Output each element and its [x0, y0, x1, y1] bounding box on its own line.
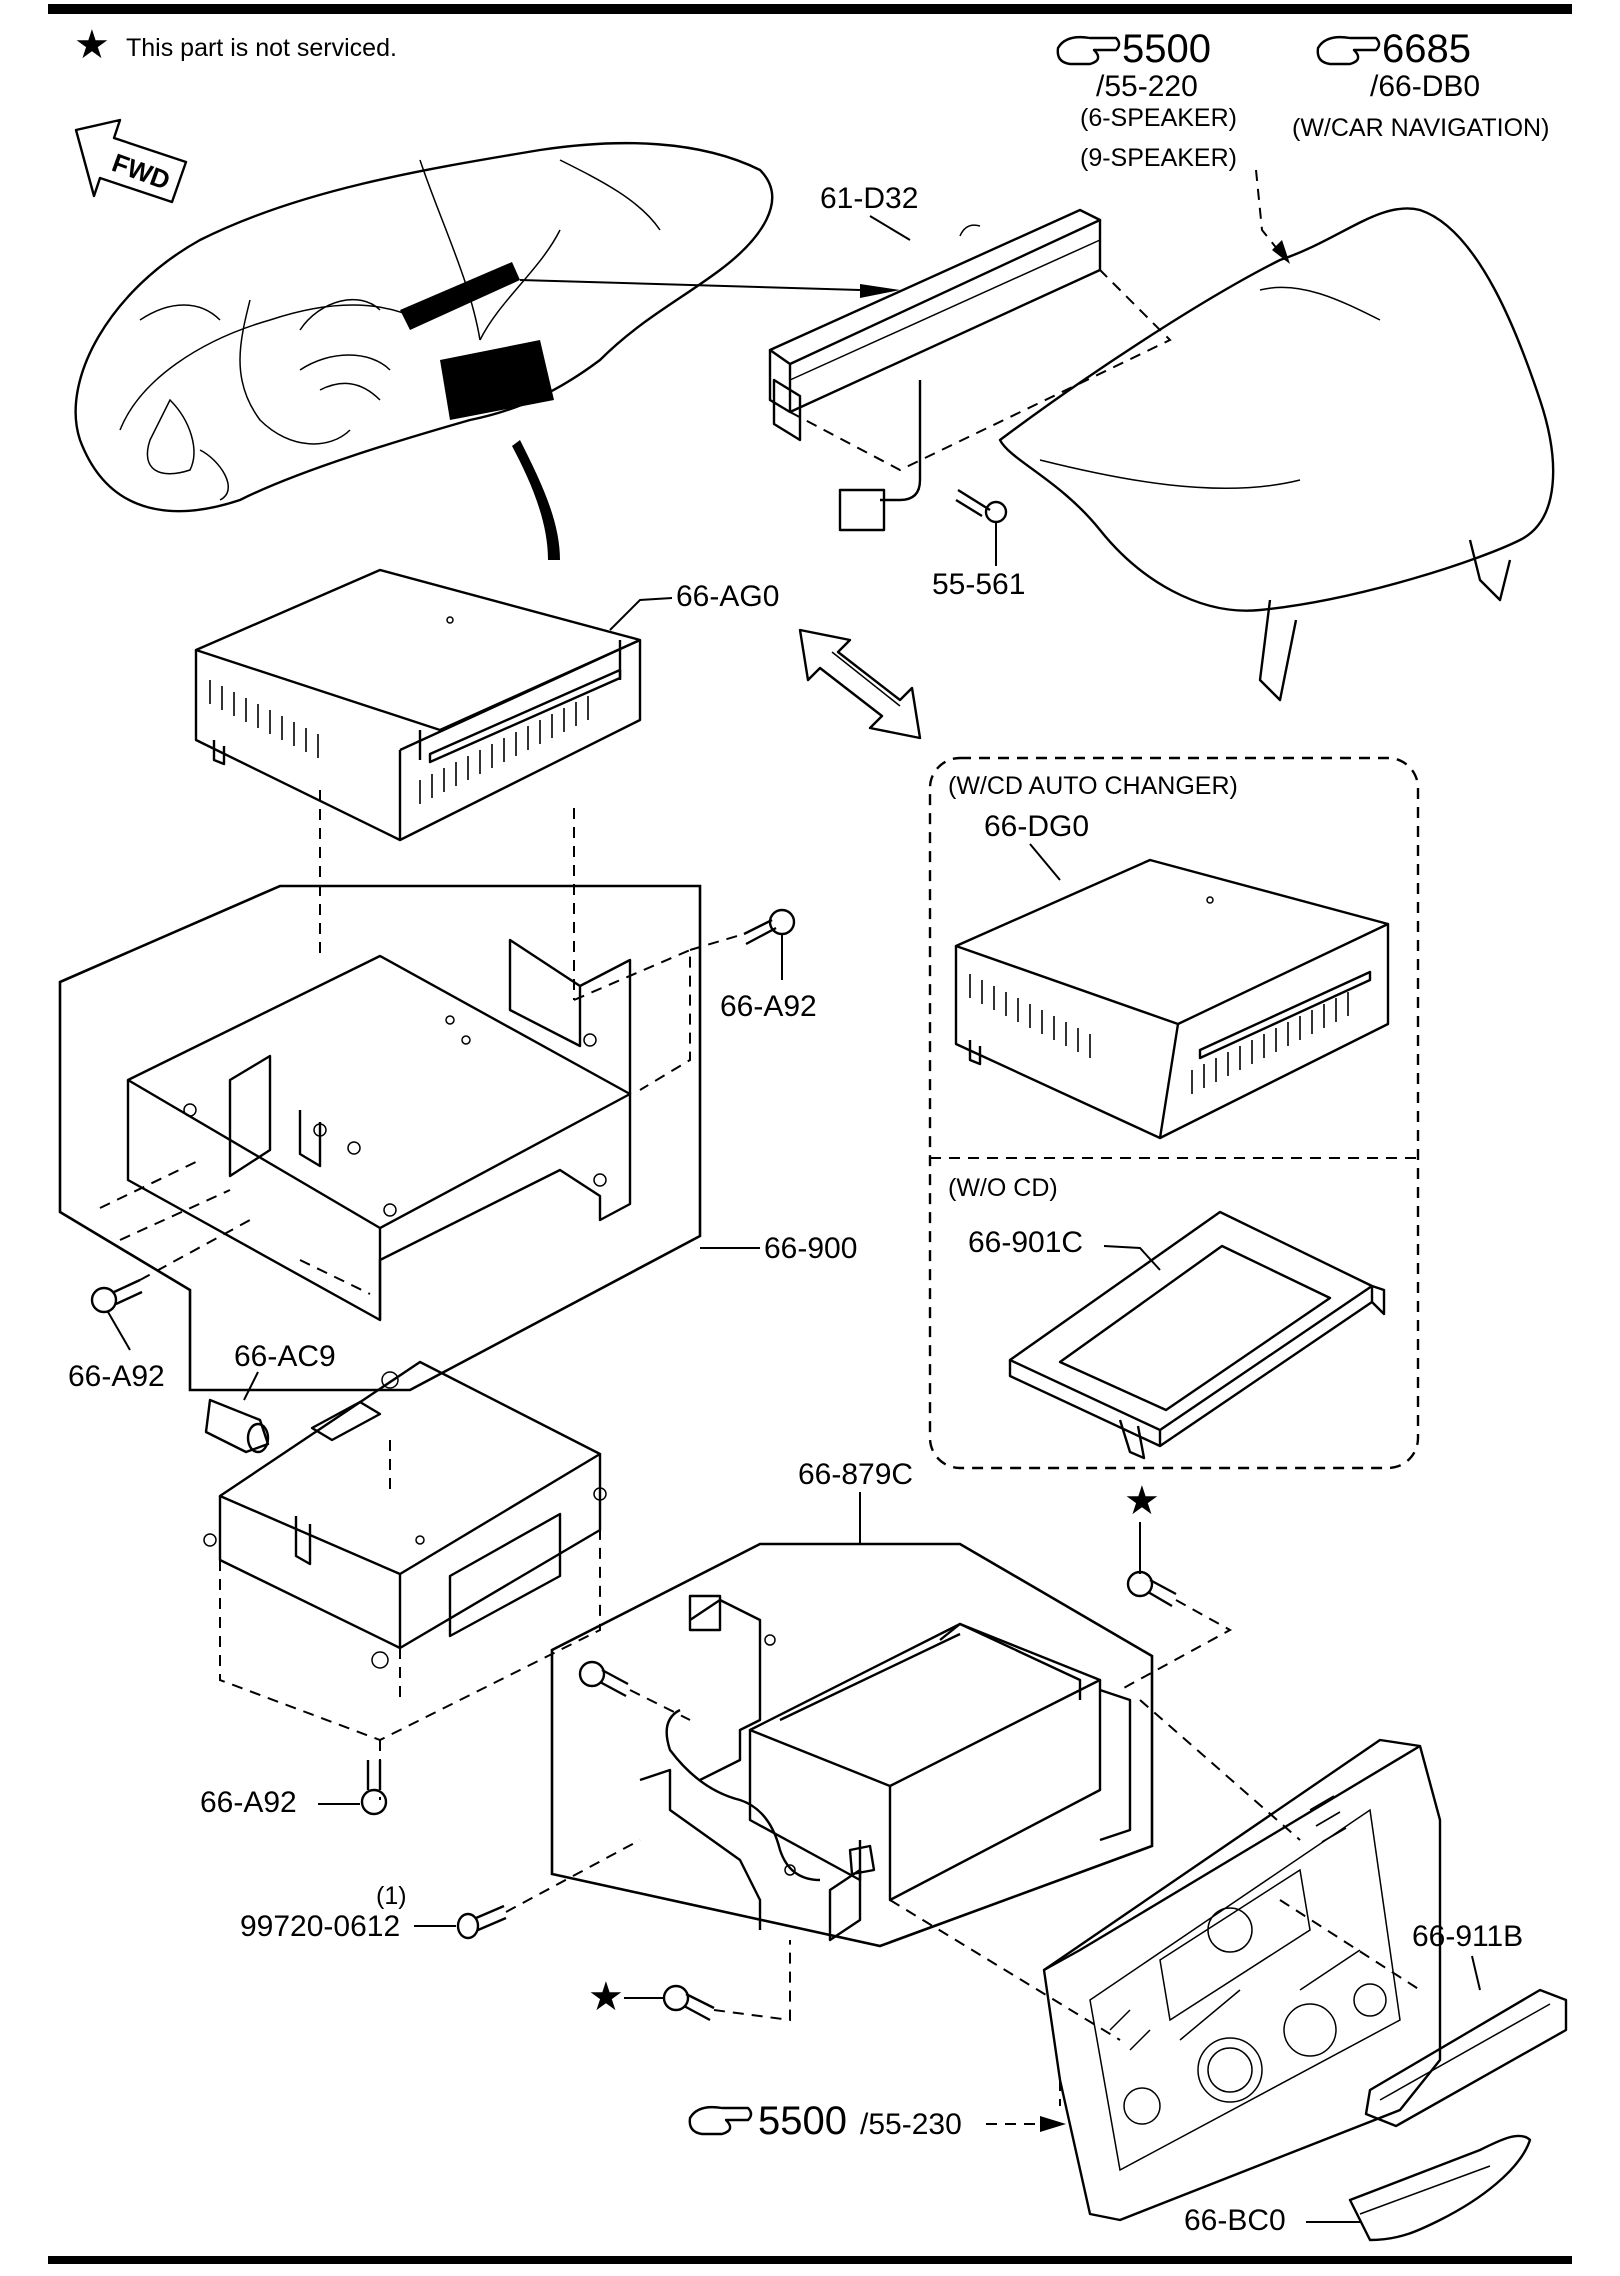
front-control-panel [1042, 1738, 1442, 2222]
label-66-911b: 66-911B [1412, 1920, 1523, 1953]
bottom-rule [48, 2256, 1572, 2264]
part-66-dg0 [954, 858, 1390, 1140]
ref-5500-bottom-sub: /55-230 [860, 2108, 962, 2141]
screw-66-a92-right-icon [743, 908, 796, 946]
part-66-879c-bracket [639, 1594, 1132, 1942]
top-rule [48, 4, 1572, 14]
ref-5500-bottom-number: 5500 [758, 2099, 847, 2143]
group-box-66-900 [58, 884, 702, 1392]
swap-arrow-icon [798, 628, 922, 740]
ref-6685-line1: (W/CAR NAVIGATION) [1292, 114, 1549, 142]
screw-66-a92-bottom-icon [360, 1760, 388, 1816]
screw-66-a92-left-icon [90, 1278, 143, 1314]
label-66-ac9: 66-AC9 [234, 1340, 336, 1373]
ref-5500-top-line1: (6-SPEAKER) [1080, 104, 1237, 132]
label-66-900: 66-900 [764, 1232, 857, 1265]
label-66-ag0: 66-AG0 [676, 580, 779, 613]
screw-star-upper-icon [1126, 1570, 1177, 1608]
screw-66-879c-left-icon [578, 1660, 629, 1698]
star-mark-lower-icon: ★ [588, 1975, 624, 2019]
ref-6685: 6685 /66-DB0 (W/CAR NAVIGATION) [1292, 27, 1549, 142]
navigation-display-cover [998, 207, 1555, 702]
label-group-cd-auto-changer: (W/CD AUTO CHANGER) [948, 772, 1238, 800]
part-66-911b [1364, 1988, 1568, 2128]
part-66-901c [1008, 1210, 1386, 1460]
group-box-66-879c [550, 1542, 1154, 1948]
part-66-bc0 [1348, 2134, 1532, 2242]
label-group-without-cd: (W/O CD) [948, 1174, 1058, 1202]
group-cd-auto-changer [928, 756, 1420, 1470]
label-66-a92-right: 66-A92 [720, 990, 817, 1023]
part-66-ac9 [204, 1398, 270, 1454]
screw-99720-0612-icon [456, 1904, 507, 1940]
part-61-d32 [768, 208, 1172, 532]
label-61-d32: 61-D32 [820, 182, 918, 215]
screw-star-lower-icon [662, 1984, 715, 2022]
star-mark-icon: ★ [1124, 1479, 1160, 1523]
ref-6685-sub: /66-DB0 [1370, 70, 1480, 103]
label-66-a92-left: 66-A92 [68, 1360, 165, 1393]
label-66-879c: 66-879C [798, 1458, 913, 1491]
label-66-901c: 66-901C [968, 1226, 1083, 1259]
label-99720-qty: (1) [376, 1882, 407, 1910]
note-star: ★ [74, 23, 110, 67]
note-text: This part is not serviced. [126, 34, 397, 62]
dashboard-illustration [74, 141, 900, 560]
label-66-bc0: 66-BC0 [1184, 2204, 1286, 2237]
part-66-ag0 [194, 568, 642, 842]
screw-55-561-icon [955, 488, 1008, 524]
ref-6685-number: 6685 [1382, 27, 1471, 71]
ref-5500-bottom: 5500 /55-230 [688, 2099, 962, 2143]
ref-5500-top-sub: /55-220 [1096, 70, 1198, 103]
ref-5500-top-line2: (9-SPEAKER) [1080, 144, 1237, 172]
label-66-dg0: 66-DG0 [984, 810, 1089, 843]
part-66-900-module [203, 1360, 607, 1669]
part-66-900-bracket [126, 938, 632, 1322]
label-55-561: 55-561 [932, 568, 1025, 601]
pointing-hand-icon [1056, 35, 1121, 66]
fwd-arrow-icon: FWD [74, 118, 188, 204]
label-99720-0612: 99720-0612 [240, 1910, 400, 1943]
ref-5500-top-number: 5500 [1122, 27, 1211, 71]
pointing-hand-icon [1316, 35, 1381, 66]
ref-5500-top: 5500 /55-220 (6-SPEAKER) (9-SPEAKER) [1056, 27, 1237, 172]
label-66-a92-bottom: 66-A92 [200, 1786, 297, 1819]
pointing-hand-icon [688, 2105, 753, 2136]
